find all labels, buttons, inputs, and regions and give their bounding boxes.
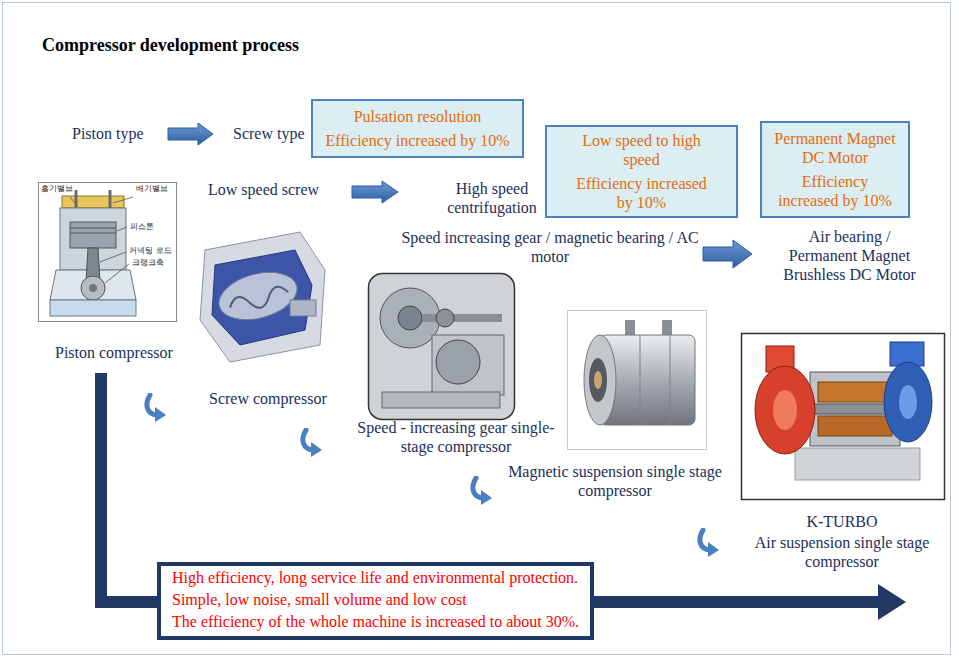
screw-compressor-picture: [200, 232, 325, 362]
improvement-box: Pulsation resolutionEfficiency increased…: [311, 99, 524, 158]
part-name: 크랭크축: [132, 258, 164, 268]
block-arrow: [168, 123, 213, 145]
picture-frame: [39, 183, 177, 322]
picture-caption: Piston compressor: [55, 343, 173, 362]
crankshaft: [81, 276, 105, 300]
front-face: [584, 335, 616, 425]
improvement-box: Permanent Magnet DC MotorEfficiency incr…: [760, 121, 910, 218]
valve-stem: [109, 190, 112, 208]
stage-label: Low speed screw: [208, 180, 319, 199]
stage-label: Air bearing / Permanent Magnet Brushless…: [777, 227, 922, 284]
box-text: Efficiency increased by 10%: [572, 174, 712, 212]
blue-volute: [884, 362, 932, 442]
rib: [670, 335, 671, 425]
stage-label: Screw type: [233, 124, 305, 143]
shaft: [422, 314, 502, 322]
base: [795, 448, 920, 480]
impeller: [594, 371, 602, 389]
oil-sump: [50, 300, 136, 316]
summary-line: The efficiency of the whole machine is i…: [172, 611, 579, 633]
blue-inlet: [899, 385, 917, 419]
outer-frame: [3, 3, 951, 655]
impeller: [398, 306, 422, 330]
picture-caption: K-TURBO: [792, 512, 892, 531]
piston-compressor-picture: [39, 183, 177, 322]
leader-line: [113, 197, 133, 203]
picture-caption: Screw compressor: [209, 389, 327, 408]
magnetic-compressor-picture: [568, 311, 707, 450]
piston-ring: [70, 228, 116, 229]
box-text: Efficiency increased by 10%: [318, 131, 518, 150]
picture-caption: Air suspension single stage compressor: [748, 533, 936, 571]
piston-ring: [70, 233, 116, 234]
picture-caption: Speed - increasing gear single-stage com…: [347, 418, 565, 456]
summary-box: High efficiency, long service life and e…: [157, 562, 594, 640]
summary-line: Simple, low noise, small volume and low …: [172, 589, 467, 611]
part-name: 배기밸브: [136, 184, 168, 194]
block-arrow: [352, 181, 398, 203]
improvement-box: Low speed to high speedEfficiency increa…: [545, 125, 738, 218]
bull-gear: [436, 340, 480, 384]
red-volute: [755, 366, 815, 454]
leader-line: [117, 227, 127, 231]
crank-pin: [89, 284, 97, 292]
curved-arrow: [473, 478, 492, 505]
curved-arrow: [700, 530, 719, 557]
screw-shaft: [290, 300, 316, 316]
screw-rotor: [214, 264, 303, 327]
red-inlet: [773, 390, 797, 430]
arrow-head: [878, 584, 906, 620]
inlet: [589, 358, 607, 402]
stage-label: Piston type: [72, 124, 144, 143]
cylinder-head: [62, 196, 124, 208]
box-text: Pulsation resolution: [318, 107, 518, 126]
stage-label: Speed increasing gear / magnetic bearing…: [400, 228, 700, 266]
picture-frame: [742, 334, 945, 500]
block-arrow: [703, 240, 752, 268]
diagram-title: Compressor development process: [42, 34, 299, 56]
pinion-gear: [436, 309, 454, 327]
stage-label: High speed centrifugation: [442, 179, 542, 217]
gearbox: [432, 335, 504, 395]
part-name: 커넥팅 로드: [129, 246, 172, 256]
box-text: Efficiency increased by 10%: [772, 172, 898, 210]
rotor-helix: [228, 284, 290, 315]
box-text: Permanent Magnet DC Motor: [772, 129, 898, 167]
stator-coil: [818, 416, 892, 436]
leader-line: [70, 197, 75, 203]
screw-housing: [212, 250, 312, 345]
stator-coil: [818, 382, 892, 402]
box-text: Low speed to high speed: [572, 131, 712, 169]
picture-frame: [568, 311, 707, 450]
screw-casing: [200, 232, 325, 362]
part-name: 피스톤: [130, 222, 154, 232]
leader-line: [100, 252, 126, 262]
piston: [70, 222, 116, 248]
part-name: 흡기밸브: [41, 184, 73, 194]
valve-stem: [75, 190, 78, 208]
rib: [640, 335, 641, 425]
base: [382, 392, 500, 408]
gear-compressor-picture: [369, 274, 515, 420]
curved-arrow: [147, 395, 166, 422]
summary-line: High efficiency, long service life and e…: [172, 567, 578, 589]
curved-arrow: [303, 430, 322, 457]
k-turbo-picture: [742, 334, 945, 500]
leader-line: [105, 264, 129, 283]
picture-frame: [369, 274, 515, 420]
picture-caption: Magnetic suspension single stage compres…: [504, 462, 726, 500]
